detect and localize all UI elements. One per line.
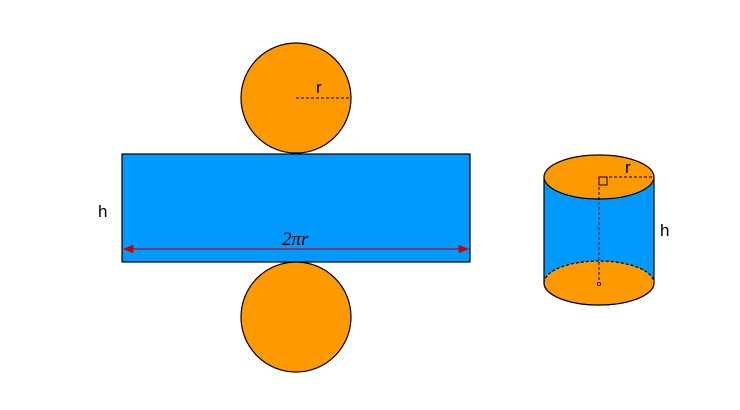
net-bottom-circle <box>240 261 352 373</box>
net-height-label: h <box>98 202 107 221</box>
cylinder-3d: r h <box>543 154 669 306</box>
net-radius-label: r <box>316 78 322 97</box>
cylinder-bottom-center-point <box>597 281 602 286</box>
cylinder-net: r h 2πr <box>98 42 471 373</box>
cylinder-radius-label: r <box>625 158 631 177</box>
cylinder-bottom-front-edge <box>543 282 655 306</box>
cylinder-bottom-back-edge <box>543 260 655 284</box>
right-angle-marker <box>598 176 608 186</box>
net-circumference-label: 2πr <box>282 229 309 250</box>
net-lateral-rectangle <box>121 153 471 263</box>
cylinder-height-label: h <box>660 221 669 240</box>
